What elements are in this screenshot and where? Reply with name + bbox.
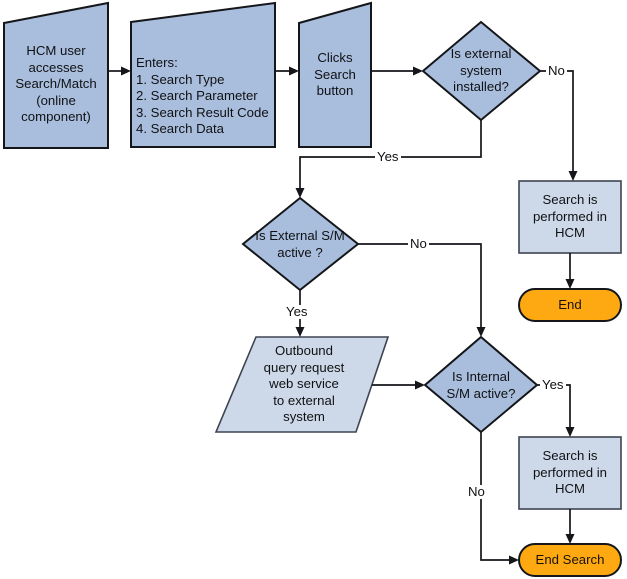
edge-label-external-installed-no: No: [546, 63, 567, 78]
node-search-performed-hcm-bottom[interactable]: [518, 436, 622, 510]
edge-label-external-sm-no: No: [408, 236, 429, 251]
node-decision-external-sm-active[interactable]: [241, 196, 360, 292]
node-label-terminator-end-search: End Search: [535, 552, 605, 567]
node-decision-external-installed[interactable]: [421, 20, 542, 122]
node-clicks-search-button[interactable]: [298, 1, 372, 148]
edge-outbound-to-internal-sm: [372, 380, 425, 390]
edge-external-sm-no: [358, 243, 486, 337]
node-label-terminator-end: End: [558, 297, 582, 312]
node-decision-internal-sm-active[interactable]: [423, 335, 539, 434]
edge-label-external-installed-yes: Yes: [375, 149, 401, 164]
edge-enters-to-clicks: [275, 66, 299, 76]
node-start-user-accesses[interactable]: [3, 1, 109, 149]
edge-clicks-to-external-installed: [371, 66, 423, 76]
edge-start-to-enters: [108, 66, 131, 76]
edge-label-internal-sm-yes: Yes: [540, 377, 566, 392]
edge-internal-sm-no: [480, 432, 519, 565]
edge-hcm-bottom-to-end-search: [565, 509, 575, 544]
edge-label-internal-sm-no: No: [466, 484, 487, 499]
edge-hcm-top-to-end: [565, 253, 575, 289]
node-enters-criteria[interactable]: [130, 1, 276, 148]
node-search-performed-hcm-top[interactable]: [518, 180, 622, 254]
edge-internal-sm-yes: [537, 384, 575, 437]
edge-external-installed-no: [540, 70, 578, 181]
edge-label-external-sm-yes: Yes: [284, 304, 310, 319]
node-outbound-query-request[interactable]: [214, 336, 390, 433]
